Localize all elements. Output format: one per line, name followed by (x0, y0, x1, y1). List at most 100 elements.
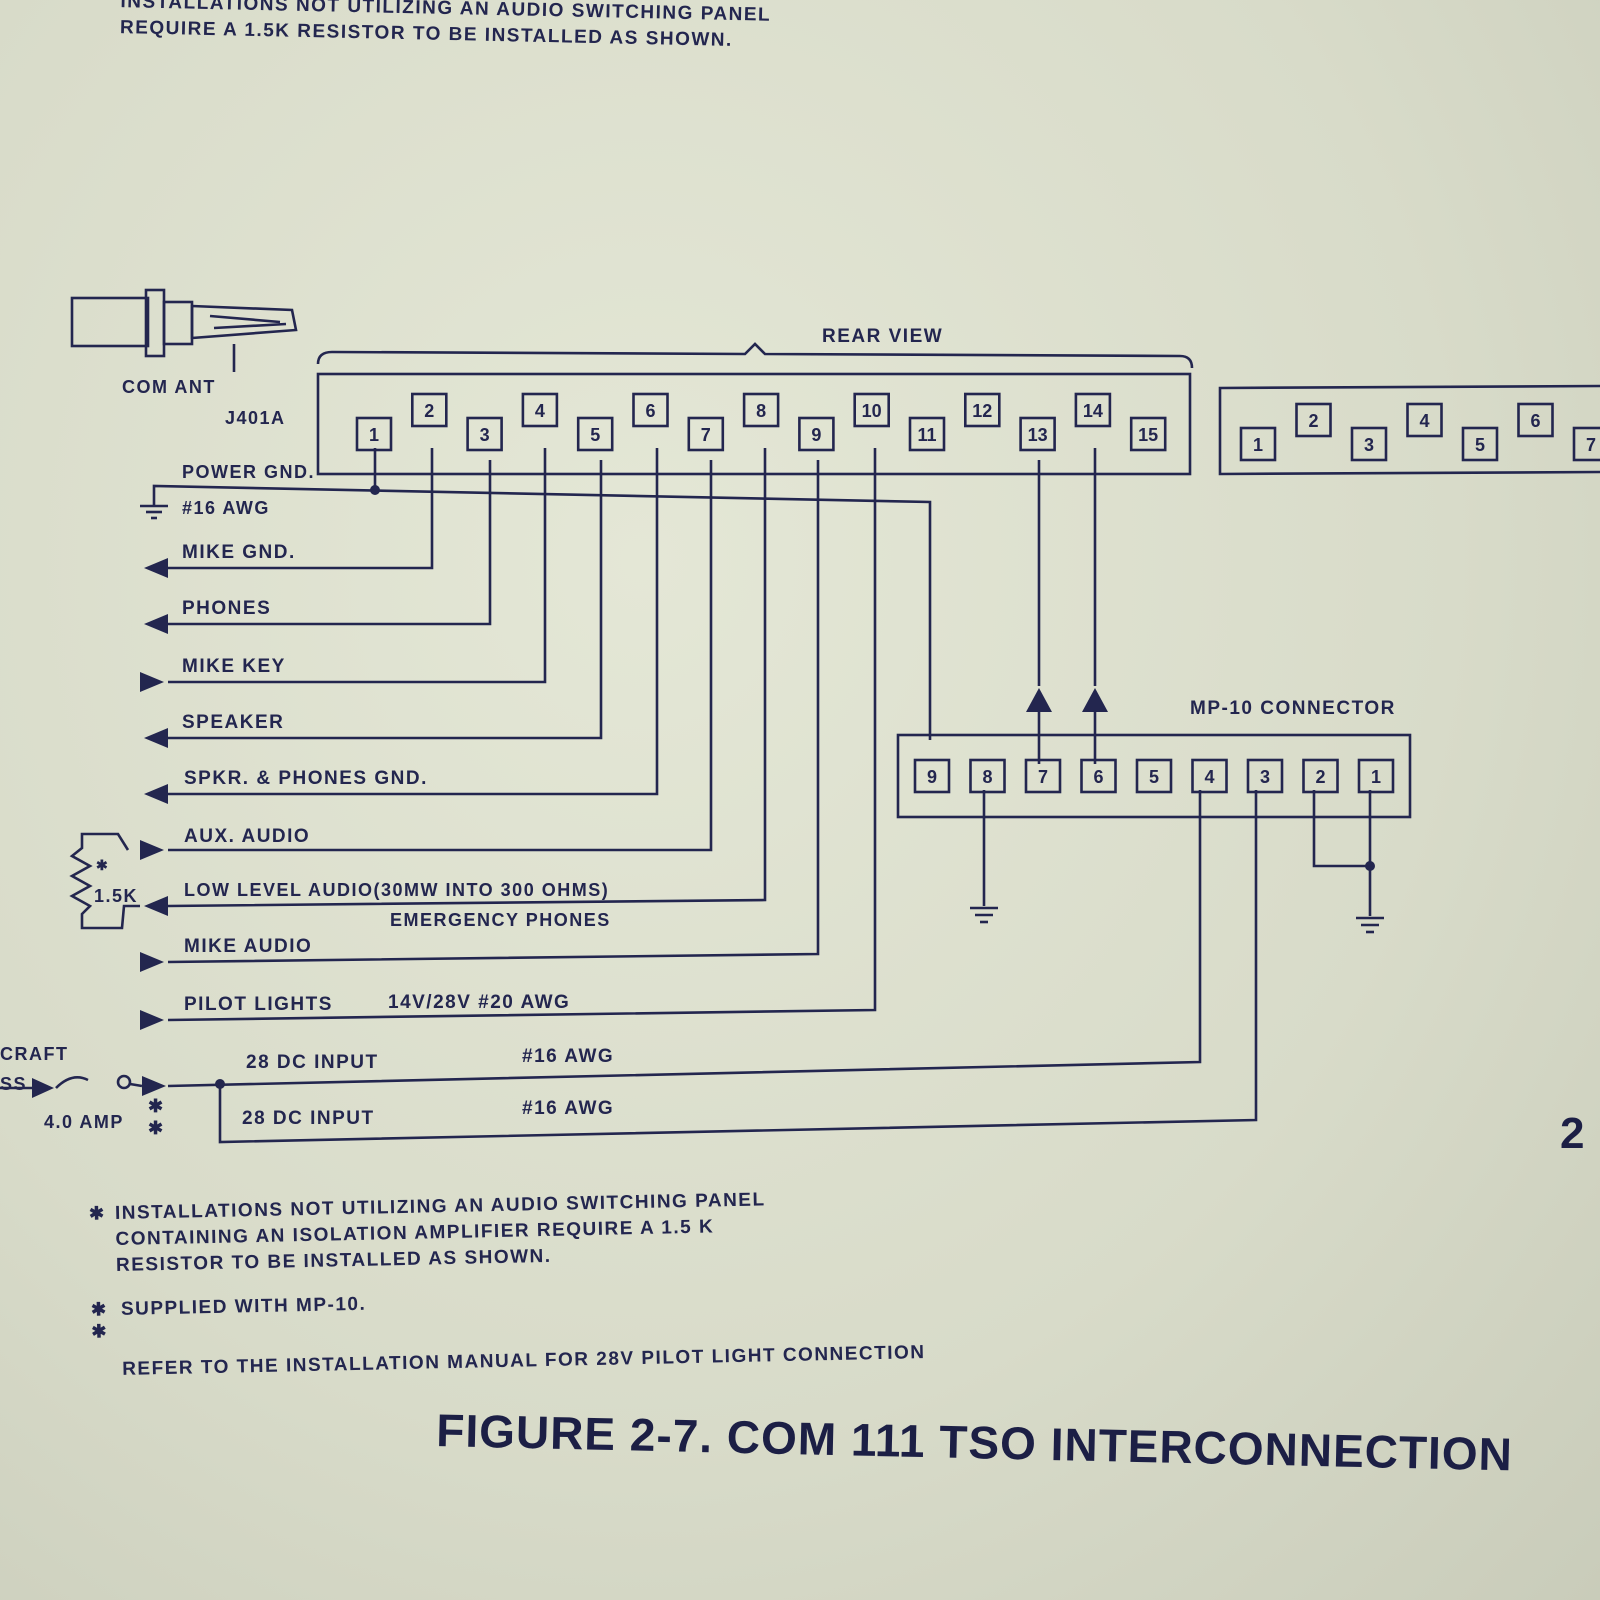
j401a-pin-10-box (853, 392, 891, 428)
mp10-pin-5-label: 5 (1149, 767, 1159, 787)
pilot-lights-wire (167, 448, 877, 1022)
second-pin-3-box (1350, 426, 1388, 462)
j401a-pin-9-box (798, 416, 835, 452)
rear-view-label: REAR VIEW (822, 326, 943, 347)
aux-audio-wire (168, 460, 713, 852)
j401a-pin-12: 12 (963, 392, 1001, 428)
antenna-body (70, 296, 150, 348)
power-gnd-wire (152, 484, 932, 740)
j401a-pin-6-label: 6 (645, 401, 655, 421)
second-pin-2: 2 (1295, 402, 1332, 438)
j401a-pin-14-box (1074, 392, 1112, 428)
mp10-2-ground-wire (1312, 790, 1370, 868)
j401a-label: J401A (225, 408, 286, 428)
mp10-pin-6: 6 (1080, 758, 1117, 794)
power-gnd-label: POWER GND. (182, 462, 315, 482)
mike-key-label: MIKE KEY (182, 656, 286, 677)
mp10-pin-8-box (969, 758, 1006, 794)
j401a-pin-1: 1 (355, 416, 393, 452)
low-level-audio-label: LOW LEVEL AUDIO(30MW INTO 300 OHMS) (184, 880, 609, 900)
j401a-pin-9: 9 (798, 416, 835, 452)
power-gnd-wiring: POWER GND. #16 AWG (140, 448, 932, 740)
second-pin-4-box (1406, 402, 1443, 438)
page-number: 2 (1560, 1109, 1585, 1158)
speaker-arrow-icon (144, 728, 168, 748)
antenna-cable-end (190, 304, 298, 340)
circuit-breaker: CRAFT SS 4.0 AMP ✱ ✱ (0, 1044, 163, 1138)
second-pin-7-box (1572, 426, 1600, 462)
mp10-ground-junction (1365, 861, 1375, 871)
j401a-pin-1-label: 1 (369, 425, 379, 445)
speaker-wire (168, 460, 603, 740)
resistor-zigzag-icon (69, 832, 140, 930)
j401a-pin-4-label: 4 (535, 401, 545, 421)
j401a-pin-3-box (466, 416, 503, 452)
resistor: 1.5K ✱ (69, 832, 140, 930)
mp10-pin-2: 2 (1302, 758, 1339, 794)
second-pin-7: 7 (1572, 426, 1600, 462)
pilot-lights-arrow-icon (140, 1010, 164, 1030)
mike-key-arrow-icon (140, 672, 164, 692)
j401a-pin-6-box (632, 392, 669, 428)
note-asterisk-icon: ✱ (89, 1203, 106, 1223)
second-pin-1-label: 1 (1253, 435, 1263, 455)
j401a-pin-12-box (963, 392, 1001, 428)
dc-input-2-label: 28 DC INPUT (242, 1108, 375, 1129)
mp10-label: MP-10 CONNECTOR (1190, 698, 1396, 719)
mp10-pin-9-label: 9 (927, 767, 937, 787)
mp10-pin-7: 7 (1024, 758, 1062, 794)
j401a-pin-8: 8 (742, 392, 780, 428)
dc-input-junction (215, 1079, 225, 1089)
antenna-label: COM ANT (122, 377, 216, 397)
phones-label: PHONES (182, 598, 271, 619)
mp10-pin-3-label: 3 (1260, 767, 1270, 787)
low-level-audio-wire (167, 448, 767, 908)
j401a-pin-8-label: 8 (756, 401, 766, 421)
breaker-contact-icon (55, 1076, 89, 1089)
pilot-lights-spec: 14V/28V #20 AWG (388, 992, 570, 1013)
second-pin-3-label: 3 (1364, 435, 1374, 455)
dc-input-1-wire (167, 790, 1202, 1088)
dc-input-arrow-icon (142, 1076, 166, 1096)
mp10-pin-7-box (1024, 758, 1062, 794)
j401a-pin-11-box (908, 416, 946, 452)
second-pin-2-box (1295, 402, 1332, 438)
mp10-pin-9-box (913, 758, 951, 794)
second-pin-4: 4 (1406, 402, 1443, 438)
mike-gnd-label: MIKE GND. (182, 542, 296, 563)
j401a-pin-6: 6 (632, 392, 669, 428)
j401a-pin-5: 5 (576, 416, 614, 452)
resistor-asterisk-icon: ✱ (96, 857, 109, 873)
spkr-phones-gnd-label: SPKR. & PHONES GND. (184, 768, 428, 789)
mp10-pin-8: 8 (969, 758, 1006, 794)
resistor-label: 1.5K (94, 886, 138, 906)
mp10-pin-1-box (1357, 758, 1395, 794)
notes-block: ✱ INSTALLATIONS NOT UTILIZING AN AUDIO S… (89, 1189, 926, 1380)
pin13-arrow-icon (1026, 688, 1052, 712)
j401a-pin-13-label: 13 (1028, 425, 1048, 445)
j401a-pin-11: 11 (908, 416, 946, 452)
phones-arrow-icon (144, 614, 168, 634)
mp10-pin-8-label: 8 (982, 767, 992, 787)
signal-wires: MIKE GND. PHONES MIKE KEY SPEAKER SPKR. … (140, 448, 1108, 1030)
mp10-pin-6-box (1080, 758, 1117, 794)
j401a-pin-13: 13 (1019, 416, 1056, 452)
j401a-pin-10: 10 (853, 392, 891, 428)
second-connector (1218, 384, 1600, 476)
rear-view-brace: REAR VIEW (316, 326, 1194, 369)
bus-label: SS (0, 1074, 27, 1094)
j401a-pin-7: 7 (687, 416, 725, 452)
j401a-pin-5-label: 5 (590, 425, 600, 445)
second-pin-2-label: 2 (1308, 411, 1318, 431)
mike-gnd-wire (168, 448, 434, 570)
mike-key-wire (168, 448, 547, 684)
second-pin-6: 6 (1517, 402, 1554, 438)
mp10-pin-2-box (1302, 758, 1339, 794)
pin14-arrow-icon (1082, 688, 1108, 712)
mp10-connector (896, 733, 1412, 819)
mp10-grounds (970, 790, 1384, 934)
breaker-lead (129, 1082, 143, 1088)
mp10-pin-6-label: 6 (1093, 767, 1103, 787)
j401a-pin-3: 3 (466, 416, 503, 452)
